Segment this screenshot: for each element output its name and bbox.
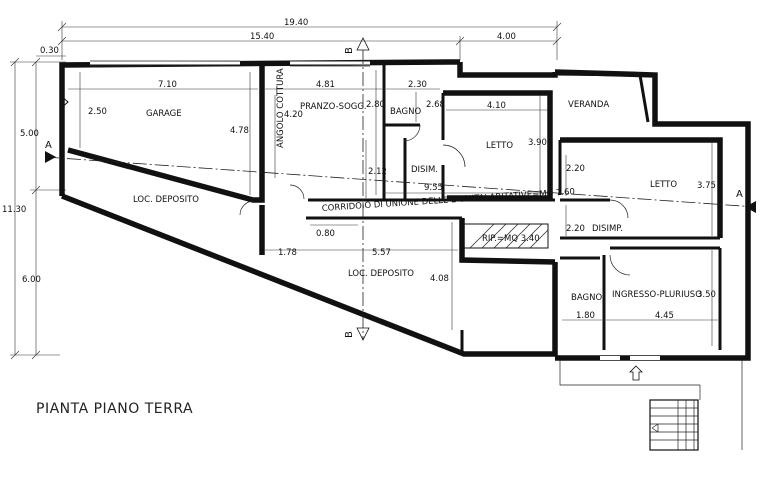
section-lines — [44, 37, 757, 341]
room-garage-label: GARAGE — [146, 109, 182, 119]
dim-bagno-depth: 2.68 — [426, 100, 445, 110]
room-letto-top-label: LETTO — [486, 141, 513, 151]
room-veranda-label: VERANDA — [568, 100, 609, 110]
dim-garage-width: 7.10 — [158, 80, 177, 90]
dim-door-width: 0.80 — [316, 229, 335, 239]
dim-garage-depth: 2.50 — [88, 107, 107, 117]
section-a-right-label: A — [736, 189, 743, 200]
dim-cottura-depth: 4.20 — [284, 110, 303, 120]
dim-width-main: 15.40 — [250, 32, 274, 42]
doors — [239, 124, 631, 276]
dim-total-width: 19.40 — [284, 18, 308, 28]
dim-bagno-width: 2.30 — [408, 80, 427, 90]
dim-bagno-bottom-width: 1.80 — [576, 311, 595, 321]
room-rip-label: RIP.=MQ 3.40 — [482, 234, 540, 244]
exterior-walls — [59, 59, 751, 361]
room-ingresso-label: INGRESSO-PLURIUSO — [612, 290, 702, 300]
dim-wall-offset: 0.30 — [40, 46, 59, 56]
left-dimensions — [10, 57, 66, 360]
room-letto-right-label: LETTO — [650, 180, 677, 190]
dim-disim-depth: 2.12 — [368, 167, 387, 177]
interior-walls — [67, 62, 723, 355]
openings — [59, 60, 660, 360]
room-angolo-cottura-label: ANGOLO COTTURA — [276, 68, 286, 148]
dim-disimp-width: 2.20 — [566, 224, 585, 234]
dim-letto-right-depth: 3.75 — [697, 181, 716, 191]
dim-ingresso-width: 4.45 — [655, 311, 674, 321]
section-b-bottom-label: B — [344, 331, 355, 338]
dim-width-right: 4.00 — [497, 32, 516, 42]
dim-pranzo-width: 4.81 — [316, 80, 335, 90]
dim-letto-width: 4.10 — [487, 101, 506, 111]
dim-height-upper: 5.00 — [20, 129, 39, 139]
dim-ingresso-depth: 3.50 — [697, 290, 716, 300]
dim-deposito-width: 5.57 — [372, 248, 391, 258]
dim-deposito-depth: 4.08 — [430, 274, 449, 284]
dim-deposito-offset: 1.78 — [278, 248, 297, 258]
dim-height-lower: 6.00 — [22, 275, 41, 285]
dim-pranzo-depth: 2.80 — [366, 100, 385, 110]
room-loc-deposito-mid-label: LOC. DEPOSITO — [348, 269, 414, 279]
dim-letto-depth: 3.90 — [528, 138, 547, 148]
room-disim-label: DISIM. — [411, 165, 438, 175]
dim-corridor-length: 9.55 — [424, 183, 443, 193]
section-b-top-label: B — [344, 47, 355, 54]
room-loc-deposito-left-label: LOC. DEPOSITO — [133, 195, 199, 205]
dim-garage-right: 4.78 — [230, 126, 249, 136]
top-dimensions — [36, 21, 562, 60]
room-disimp-label: DISIMP. — [592, 224, 623, 234]
plan-title: PIANTA PIANO TERRA — [36, 401, 193, 417]
rip-hatch — [461, 223, 549, 249]
room-pranzo-label: PRANZO-SOGG. — [300, 102, 367, 112]
dim-total-height: 11.30 — [2, 205, 26, 215]
dim-letto-right-width: 2.20 — [566, 164, 585, 174]
section-a-left-label: A — [45, 140, 52, 151]
interior-dimension-lines — [68, 70, 718, 346]
exterior-stair — [559, 360, 743, 451]
room-bagno-bottom-label: BAGNO — [571, 293, 602, 303]
room-bagno-top-label: BAGNO — [390, 107, 421, 117]
